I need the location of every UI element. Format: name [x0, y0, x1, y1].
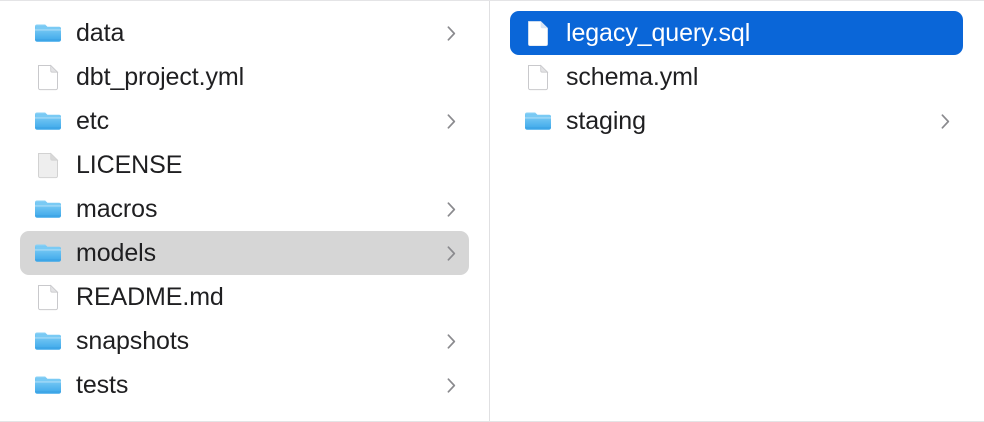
folder-row[interactable]: staging: [510, 99, 963, 143]
chevron-right-icon[interactable]: [443, 201, 459, 217]
chevron-right-icon[interactable]: [443, 25, 459, 41]
document-icon-svg: [38, 152, 59, 179]
chevron-right-icon[interactable]: [443, 377, 459, 393]
folder-icon-svg: [35, 376, 61, 394]
item-label: README.md: [76, 283, 224, 311]
document-icon: [32, 281, 64, 313]
chevron-right-icon-svg: [941, 113, 949, 129]
chevron-right-icon-svg: [447, 25, 455, 41]
chevron-right-icon-svg: [447, 201, 455, 217]
chevron-right-icon[interactable]: [443, 113, 459, 129]
item-label: data: [76, 19, 125, 47]
item-label: snapshots: [76, 327, 190, 355]
chevron-right-icon-svg: [447, 245, 455, 261]
chevron-right-icon[interactable]: [443, 245, 459, 261]
item-label: macros: [76, 195, 158, 223]
folder-row[interactable]: snapshots: [20, 319, 469, 363]
item-label: staging: [566, 107, 646, 135]
folder-icon: [32, 237, 64, 269]
chevron-right-icon-svg: [447, 113, 455, 129]
document-icon: [32, 61, 64, 93]
folder-icon: [522, 105, 554, 137]
chevron-right-icon-svg: [447, 333, 455, 349]
item-label: schema.yml: [566, 63, 699, 91]
file-row[interactable]: README.md: [20, 275, 469, 319]
item-label: dbt_project.yml: [76, 63, 245, 91]
document-icon-svg: [38, 284, 59, 311]
item-label: etc: [76, 107, 110, 135]
folder-icon: [32, 105, 64, 137]
folder-icon: [32, 193, 64, 225]
folder-icon: [32, 17, 64, 49]
file-row[interactable]: legacy_query.sql: [510, 11, 963, 55]
plain-file-icon: [32, 149, 64, 181]
document-icon: [522, 17, 554, 49]
folder-row[interactable]: macros: [20, 187, 469, 231]
file-row[interactable]: LICENSE: [20, 143, 469, 187]
folder-icon-svg: [525, 112, 551, 130]
folder-icon-svg: [35, 24, 61, 42]
document-icon-svg: [38, 64, 59, 91]
folder-icon: [32, 325, 64, 357]
chevron-right-icon[interactable]: [443, 333, 459, 349]
document-icon-svg: [528, 64, 549, 91]
document-icon-svg: [528, 21, 548, 46]
item-label: legacy_query.sql: [566, 19, 751, 47]
folder-icon-svg: [35, 200, 61, 218]
file-row[interactable]: schema.yml: [510, 55, 963, 99]
folder-row[interactable]: tests: [20, 363, 469, 407]
item-label: LICENSE: [76, 151, 183, 179]
folder-row[interactable]: etc: [20, 99, 469, 143]
chevron-right-icon-svg: [447, 377, 455, 393]
folder-icon-svg: [35, 244, 61, 262]
item-label: models: [76, 239, 156, 267]
finder-column-2[interactable]: legacy_query.sql schema.yml staging: [490, 1, 983, 421]
item-label: tests: [76, 371, 129, 399]
folder-row[interactable]: models: [20, 231, 469, 275]
file-row[interactable]: dbt_project.yml: [20, 55, 469, 99]
folder-icon-svg: [35, 112, 61, 130]
folder-icon-svg: [35, 332, 61, 350]
folder-icon: [32, 369, 64, 401]
document-icon: [522, 61, 554, 93]
chevron-right-icon[interactable]: [937, 113, 953, 129]
folder-row[interactable]: data: [20, 11, 469, 55]
